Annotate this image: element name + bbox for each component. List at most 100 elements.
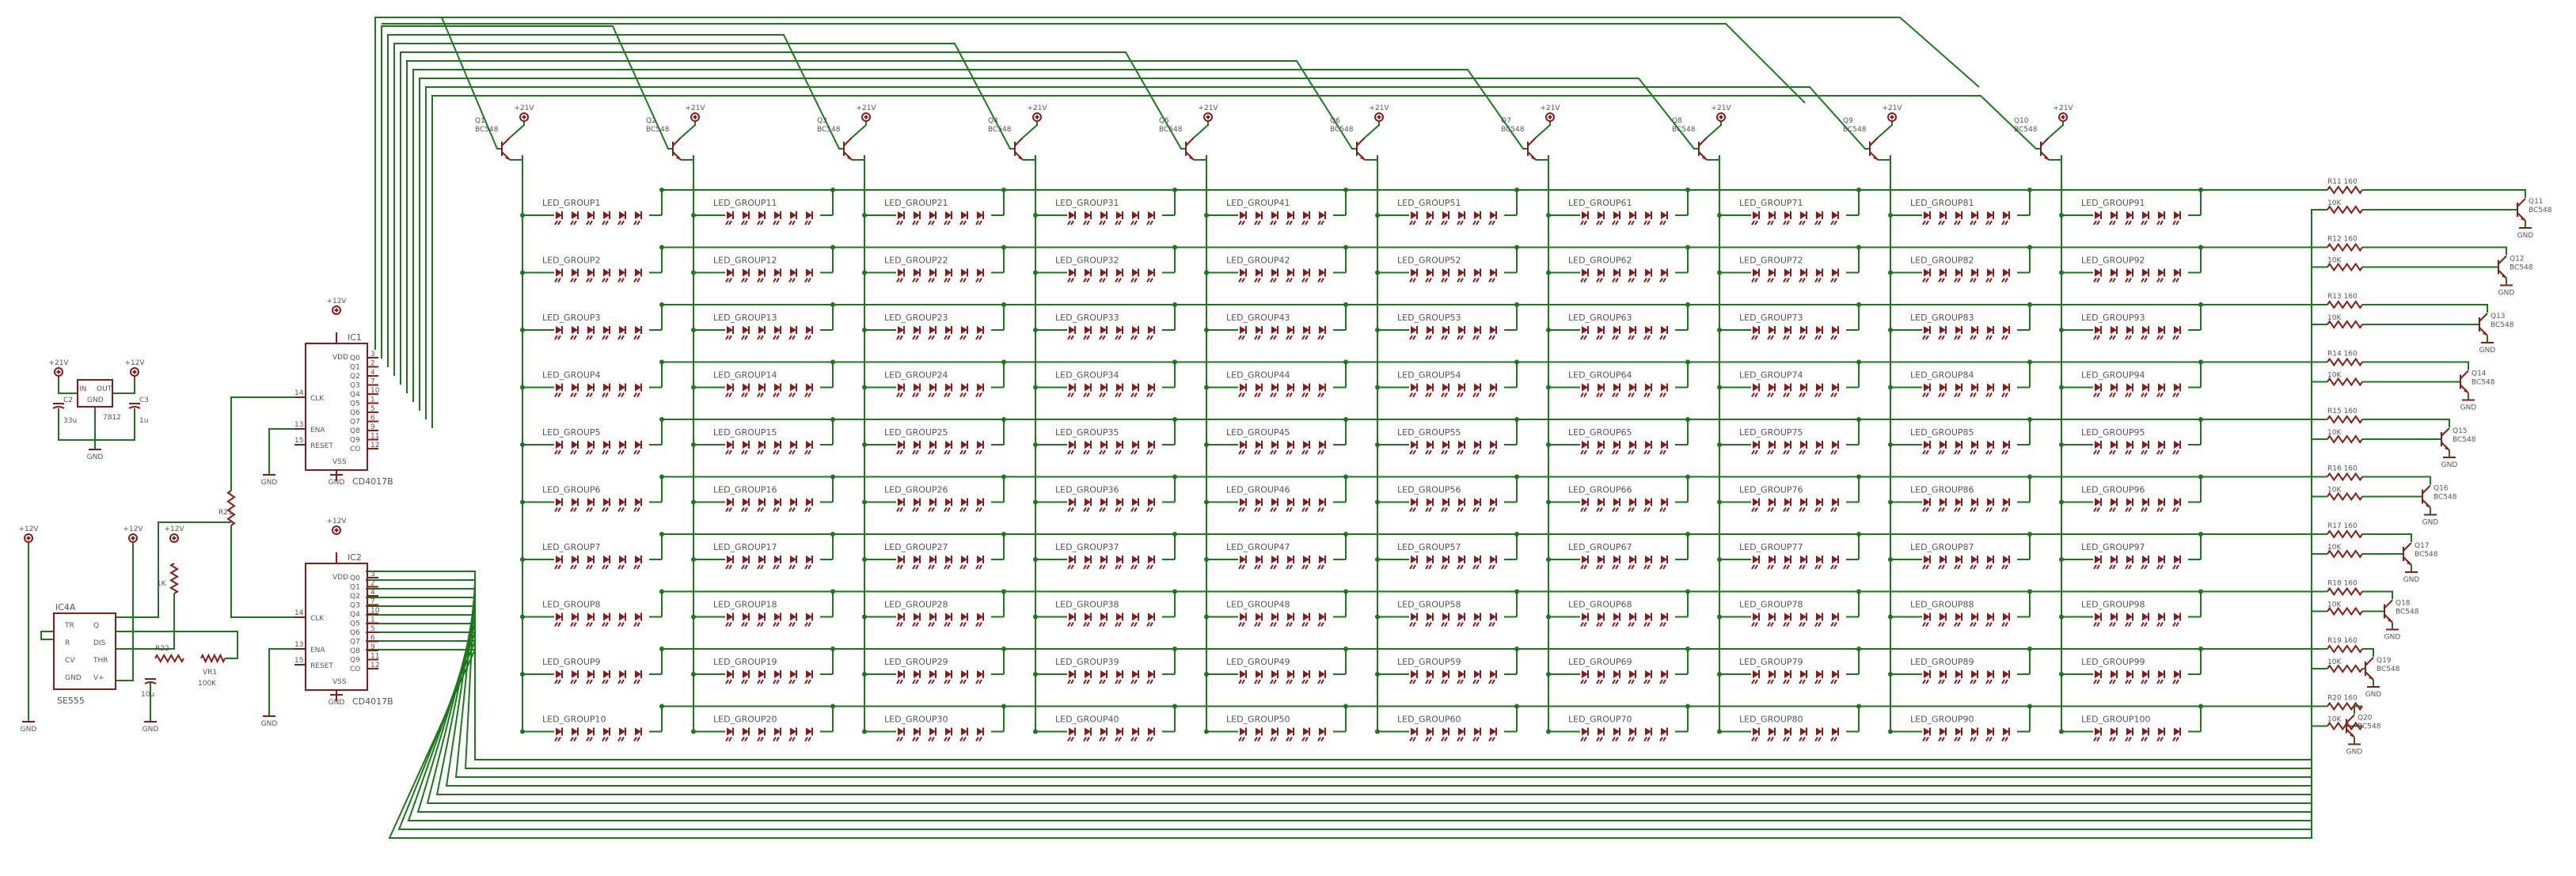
led-ray	[1818, 449, 1822, 455]
ground-label: GND	[2479, 347, 2496, 355]
junction-dot	[1033, 270, 1038, 275]
led-triangle	[587, 441, 594, 449]
led-ray	[1130, 736, 1134, 742]
row-return-wire	[1345, 419, 1362, 445]
ground-label: GND	[2441, 461, 2458, 469]
led-icon	[1628, 211, 1636, 226]
led-ray	[1751, 506, 1755, 513]
row-return-wire	[1516, 246, 1533, 273]
led-triangle	[2174, 383, 2180, 392]
led-triangle	[774, 727, 781, 736]
led-ray	[1938, 392, 1942, 398]
led-ray	[807, 277, 811, 283]
led-icon	[602, 498, 610, 513]
led-triangle	[619, 383, 625, 392]
led-triangle	[1116, 727, 1123, 736]
led-ray	[573, 277, 577, 283]
led-ray	[1985, 506, 1989, 513]
led-group-label: LED_GROUP8	[542, 600, 601, 610]
led-triangle	[1940, 383, 1946, 392]
led-triangle	[2174, 268, 2180, 277]
led-ray	[2156, 392, 2160, 398]
led-icon	[1751, 727, 1760, 742]
led-icon	[1441, 326, 1449, 340]
row-return-wire	[1003, 304, 1020, 330]
led-triangle	[1458, 670, 1465, 678]
led-triangle	[1613, 556, 1620, 563]
led-triangle	[1240, 211, 1246, 219]
led-ray	[557, 277, 561, 283]
led-ray	[2112, 220, 2116, 226]
led-triangle	[774, 326, 781, 334]
led-group-label: LED_GROUP20	[713, 715, 777, 725]
row-return-wire	[2200, 590, 2217, 617]
led-ray	[1320, 277, 1324, 283]
led-ray	[2172, 220, 2176, 226]
led-ray	[1662, 449, 1666, 455]
led-triangle	[1116, 556, 1123, 563]
led-triangle	[1987, 268, 1993, 277]
led-ray	[1305, 277, 1309, 283]
led-triangle	[1116, 268, 1123, 277]
led-ray	[2109, 335, 2113, 340]
led-ray	[1954, 621, 1958, 628]
led-icon	[1457, 211, 1465, 226]
led-triangle	[774, 383, 781, 392]
led-group-label: LED_GROUP9	[542, 657, 601, 667]
led-ray	[760, 736, 764, 742]
led-ray	[554, 277, 558, 283]
led-triangle	[1645, 383, 1651, 392]
led-icon	[1970, 326, 1978, 340]
led-ray	[1783, 277, 1787, 283]
led-icon	[1317, 268, 1326, 283]
led-icon	[633, 326, 642, 340]
supply-ring	[861, 112, 871, 122]
led-triangle	[1085, 326, 1091, 334]
led-triangle	[961, 383, 967, 392]
led-triangle	[743, 211, 749, 219]
led-ray	[1925, 679, 1929, 684]
led-icon	[2109, 326, 2118, 340]
led-icon	[1580, 326, 1589, 340]
led-ray	[1938, 335, 1942, 340]
led-icon	[1814, 670, 1823, 684]
led-triangle	[1100, 441, 1107, 449]
transistor-name: Q1	[475, 117, 485, 125]
led-triangle	[1940, 556, 1946, 563]
led-ray	[741, 679, 745, 684]
led-ray	[1472, 736, 1476, 742]
led-ray	[2109, 621, 2113, 628]
led-icon	[1783, 670, 1791, 684]
led-group-label: LED_GROUP99	[2081, 657, 2145, 667]
led-ray	[586, 564, 590, 570]
collector-wire	[1193, 121, 1209, 138]
led-icon	[1425, 211, 1434, 226]
led-triangle	[1661, 441, 1667, 449]
led-ray	[1488, 335, 1492, 340]
led-group-label: LED_GROUP3	[542, 313, 601, 323]
junction-dot	[1717, 270, 1722, 275]
led-ray	[1830, 506, 1834, 513]
led-ray	[1662, 621, 1666, 628]
led-triangle	[1303, 441, 1309, 449]
led-ray	[776, 277, 780, 283]
junction-dot	[1375, 270, 1380, 275]
led-ray	[1786, 277, 1790, 283]
led-ray	[792, 449, 796, 455]
transistor-collector	[2479, 313, 2488, 322]
led-triangle	[945, 326, 952, 334]
led-triangle	[2003, 211, 2009, 219]
led-icon	[1488, 211, 1497, 226]
led-icon	[725, 556, 734, 570]
led-icon	[1146, 670, 1155, 684]
row-return-wire	[1345, 476, 1362, 502]
led-triangle	[1971, 211, 1978, 219]
led-ray	[773, 679, 777, 684]
led-triangle	[1613, 383, 1620, 392]
led-ray	[617, 621, 621, 628]
led-ray	[1818, 736, 1822, 742]
led-ray	[2096, 335, 2100, 340]
led-ray	[617, 449, 621, 455]
led-icon	[1751, 211, 1760, 226]
led-ray	[1814, 335, 1818, 340]
